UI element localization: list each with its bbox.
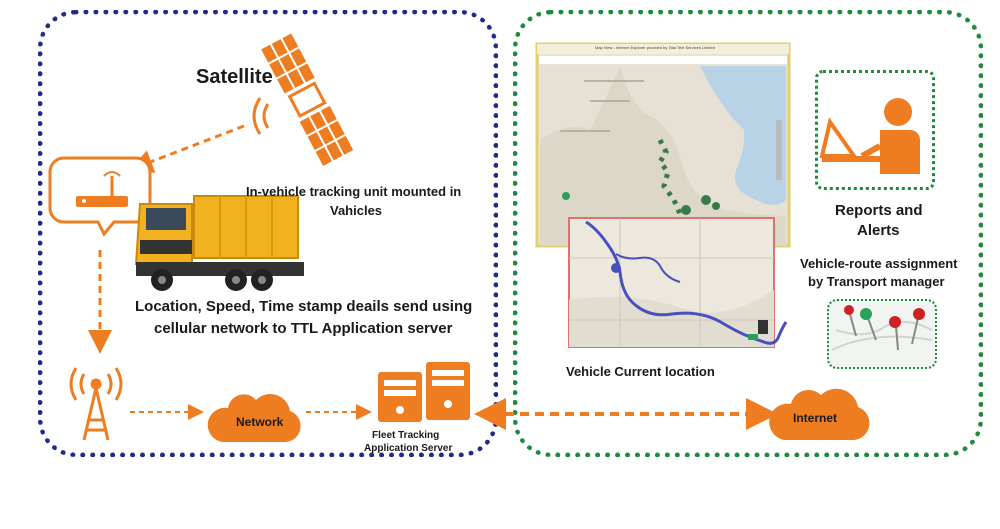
fleet-label: Fleet Tracking — [372, 430, 440, 441]
network-cloud-icon — [207, 394, 301, 442]
tracking-device-icon — [48, 156, 152, 237]
server-icon — [378, 362, 470, 422]
internet-label: Internet — [793, 411, 838, 425]
vehicle-route-line — [585, 220, 788, 345]
on-vehicle-network-section — [38, 10, 498, 457]
tracking-unit-label-2: Vahicles — [330, 203, 383, 218]
network-label: Network — [236, 415, 284, 429]
satellite-label: Satellite — [196, 66, 273, 88]
fleet-label-2: Application Server — [364, 443, 453, 454]
reports-box — [815, 70, 935, 190]
cell-tower-icon — [69, 367, 123, 441]
browser-window — [535, 42, 791, 248]
satellite-icon — [258, 30, 356, 169]
current-location-label: Vehicle Current location — [566, 364, 715, 379]
reports-label: Reports and — [835, 202, 923, 219]
tracking-unit-label: In-vehicle tracking unit mounted in — [246, 184, 462, 199]
signal-waves-icon — [252, 97, 270, 135]
route-assignment-box — [827, 299, 937, 369]
monitoring-section — [513, 10, 983, 457]
location-send-label: Location, Speed, Time stamp deails send … — [135, 298, 473, 315]
browser-title: Map View - Internet Explorer provided by… — [595, 45, 715, 50]
satellite-to-router-arrow — [128, 124, 245, 173]
internet-cloud-icon — [769, 388, 870, 440]
route-label: Vehicle-route assignment — [800, 256, 958, 271]
person-laptop-icon — [819, 98, 920, 174]
route-map — [568, 217, 788, 348]
route-label-2: by Transport manager — [808, 274, 945, 289]
reports-label-2: Alerts — [857, 222, 900, 239]
location-send-label-2: cellular network to TTL Application serv… — [154, 320, 453, 337]
truck-image — [134, 195, 304, 291]
